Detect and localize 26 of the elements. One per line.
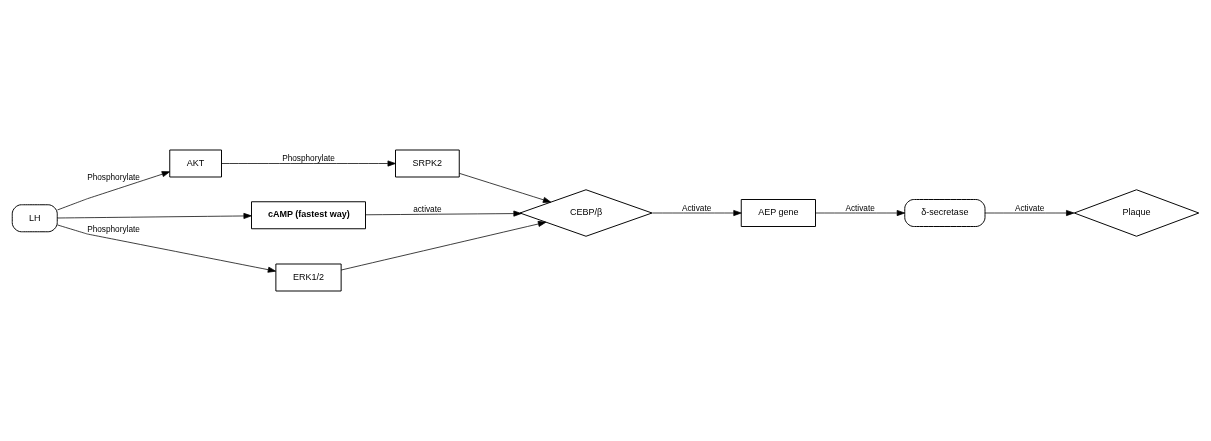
edge-label: Phosphorylate — [87, 172, 140, 182]
node-box: δ-secretase — [904, 199, 986, 227]
edge-label: Activate — [681, 203, 712, 213]
edge-label: Activate — [845, 203, 875, 213]
node-box: AEP gene — [740, 199, 816, 227]
edge-label: Activate — [1014, 203, 1045, 213]
node-box: SRPK2 — [395, 149, 460, 178]
node-box: ERK1/2 — [275, 263, 342, 292]
arrow — [57, 171, 171, 211]
edge-label: Phosphorylate — [282, 154, 335, 164]
arrow — [459, 172, 552, 203]
arrow — [57, 224, 277, 273]
edge-label: activate — [413, 205, 442, 215]
arrow — [815, 210, 905, 216]
node-diamond: Plaque — [1073, 189, 1200, 237]
node-box: cAMP (fastest way) — [251, 201, 366, 230]
arrow — [56, 212, 252, 219]
node-diamond: CEBP/β — [519, 189, 653, 237]
arrow — [984, 210, 1075, 216]
arrow — [221, 160, 396, 167]
arrow — [365, 210, 522, 217]
node-box: AKT — [169, 149, 222, 178]
node-box: LH — [11, 204, 58, 233]
arrow — [340, 221, 547, 271]
arrow — [651, 210, 742, 216]
edge-label: Phosphorylate — [87, 224, 140, 234]
